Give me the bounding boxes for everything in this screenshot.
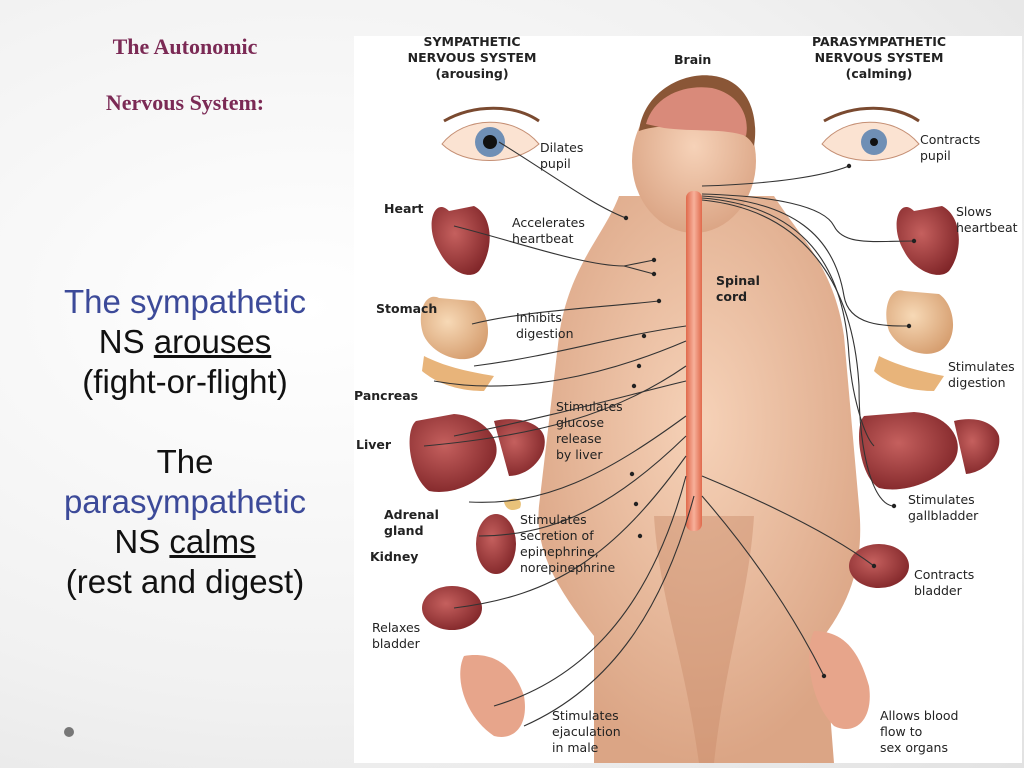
- parasympathetic-organs: [809, 206, 1000, 730]
- calms-word: calms: [169, 523, 256, 560]
- parasympathetic-the: The: [156, 443, 214, 480]
- sympathetic-term: The sympathetic: [63, 283, 307, 320]
- kidney-label: Kidney: [370, 549, 418, 564]
- diagram-svg: SYMPATHETIC NERVOUS SYSTEM (arousing) PA…: [354, 36, 1018, 763]
- dilates-pupil-line1: Dilates: [540, 140, 583, 155]
- fight-or-flight: (fight-or-flight): [82, 363, 288, 400]
- inhibits-digestion-line2: digestion: [516, 326, 574, 341]
- parasympathetic-text: The parasympathetic NS calms (rest and d…: [20, 442, 350, 602]
- rest-and-digest: (rest and digest): [65, 563, 305, 600]
- sympathetic-eye: [441, 106, 540, 161]
- ejaculation-line3: in male: [552, 740, 599, 755]
- parasympathetic-header-line2: NERVOUS SYSTEM: [815, 50, 944, 65]
- ejaculation-line1: Stimulates: [552, 708, 619, 723]
- arouses-word: arouses: [153, 323, 272, 360]
- stimulates-gallbladder-line2: gallbladder: [908, 508, 979, 523]
- parasympathetic-term: parasympathetic: [63, 483, 307, 520]
- accelerates-heartbeat-line1: Accelerates: [512, 215, 585, 230]
- parasympathetic-header-line1: PARASYMPATHETIC: [812, 36, 946, 49]
- slide-title-line2: Nervous System:: [105, 90, 265, 115]
- brain-label: Brain: [674, 52, 711, 67]
- slide-bullet-dot: [64, 727, 74, 737]
- heart-label: Heart: [384, 201, 424, 216]
- parasympathetic-ns: NS: [114, 523, 161, 560]
- parasympathetic-eye: [821, 106, 920, 161]
- stimulates-digestion-line1: Stimulates: [948, 359, 1015, 374]
- blood-flow-line2: flow to: [880, 724, 922, 739]
- pancreas-label: Pancreas: [354, 388, 418, 403]
- blood-flow-line1: Allows blood: [880, 708, 959, 723]
- accelerates-heartbeat-line2: heartbeat: [512, 231, 574, 246]
- contracts-pupil-line1: Contracts: [920, 132, 980, 147]
- stimulates-digestion-line2: digestion: [948, 375, 1006, 390]
- glucose-release-line4: by liver: [556, 447, 603, 462]
- epinephrine-line4: norepinephrine: [520, 560, 616, 575]
- sympathetic-header-line1: SYMPATHETIC: [423, 36, 520, 49]
- relaxes-bladder-line1: Relaxes: [372, 620, 420, 635]
- nerve-ganglia: [623, 163, 917, 679]
- sympathetic-ns: NS: [98, 323, 145, 360]
- glucose-release-line2: glucose: [556, 415, 604, 430]
- spinal-cord-label-line1: Spinal: [716, 273, 760, 288]
- epinephrine-line1: Stimulates: [520, 512, 587, 527]
- sympathetic-header-line2: NERVOUS SYSTEM: [408, 50, 537, 65]
- stimulates-gallbladder-line1: Stimulates: [908, 492, 975, 507]
- autonomic-diagram: SYMPATHETIC NERVOUS SYSTEM (arousing) PA…: [354, 36, 1022, 763]
- adrenal-label-line1: Adrenal: [384, 507, 439, 522]
- blood-flow-line3: sex organs: [880, 740, 948, 755]
- epinephrine-line3: epinephrine,: [520, 544, 599, 559]
- sympathetic-header-line3: (arousing): [435, 66, 508, 81]
- ejaculation-line2: ejaculation: [552, 724, 621, 739]
- stomach-label: Stomach: [376, 301, 437, 316]
- glucose-release-line1: Stimulates: [556, 399, 623, 414]
- spinal-cord-label-line2: cord: [716, 289, 747, 304]
- slows-heartbeat-line1: Slows: [956, 204, 992, 219]
- relaxes-bladder-line2: bladder: [372, 636, 421, 651]
- spinal-cord-shape: [686, 191, 702, 531]
- dilates-pupil-line2: pupil: [540, 156, 571, 171]
- glucose-release-line3: release: [556, 431, 602, 446]
- sympathetic-organs: [409, 206, 545, 737]
- contracts-bladder-line2: bladder: [914, 583, 963, 598]
- nerve-pathways: [423, 141, 915, 727]
- parasympathetic-header-line3: (calming): [846, 66, 913, 81]
- adrenal-label-line2: gland: [384, 523, 424, 538]
- slide-title-line1: The Autonomic: [112, 34, 258, 59]
- inhibits-digestion-line1: Inhibits: [516, 310, 562, 325]
- epinephrine-line2: secretion of: [520, 528, 594, 543]
- contracts-pupil-line2: pupil: [920, 148, 951, 163]
- brain-shape: [646, 87, 747, 136]
- contracts-bladder-line1: Contracts: [914, 567, 974, 582]
- liver-label: Liver: [356, 437, 392, 452]
- slows-heartbeat-line2: heartbeat: [956, 220, 1018, 235]
- sympathetic-text: The sympathetic NS arouses (fight-or-fli…: [20, 282, 350, 402]
